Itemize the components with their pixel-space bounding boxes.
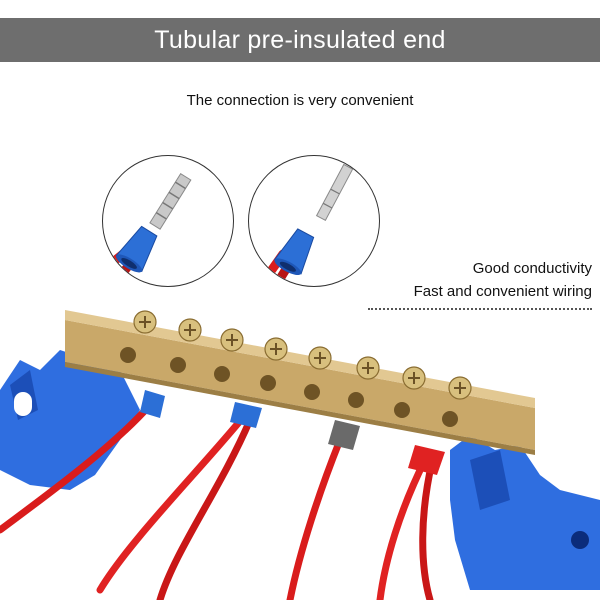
ferrule-gray	[328, 420, 360, 450]
banner-title: Tubular pre-insulated end	[154, 25, 446, 54]
ferrule-red	[408, 445, 445, 475]
feature-conductivity: Good conductivity	[472, 260, 592, 277]
ferrule-blue-1	[140, 390, 165, 418]
title-banner: Tubular pre-insulated end	[0, 18, 600, 62]
ferrule-detail-right	[248, 155, 380, 287]
divider	[368, 308, 592, 310]
ferrule-detail-left	[102, 155, 234, 287]
red-wires	[0, 401, 436, 600]
blue-base-right	[450, 435, 600, 590]
subtitle: The connection is very convenient	[186, 92, 414, 109]
ferrule-blue-2	[230, 402, 262, 428]
blue-base-left	[0, 350, 140, 490]
terminal-block-photo	[0, 310, 600, 600]
feature-wiring: Fast and convenient wiring	[413, 283, 592, 300]
brass-bar	[65, 310, 535, 455]
